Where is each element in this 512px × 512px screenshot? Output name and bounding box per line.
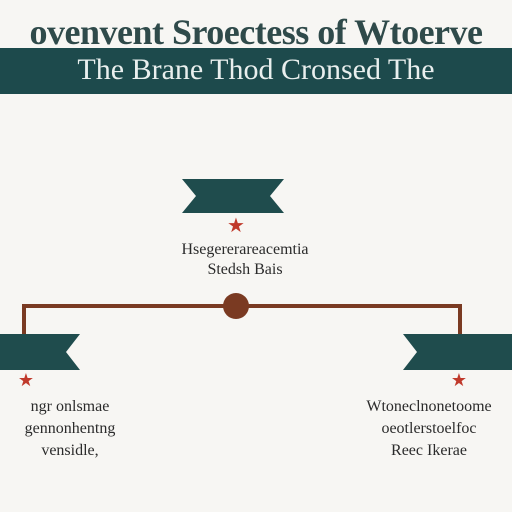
banner-subtitle: The Brane Thod Cronsed The — [77, 53, 435, 86]
right-node-line1: Wtoneclnonetoome — [366, 398, 492, 415]
left-node-line2: gennonhentng — [24, 420, 116, 437]
right-star-icon: ★ — [451, 370, 467, 391]
left-star-icon: ★ — [18, 370, 34, 391]
page-title: ovenvent Sroectess of Wtoerve — [29, 12, 483, 52]
left-node-line3: vensidle, — [41, 442, 99, 459]
left-node-line1: ngr onlsmae — [30, 398, 110, 415]
top-star-icon: ★ — [227, 213, 245, 237]
top-node-line1: Hsegererareacemtia — [181, 241, 309, 258]
top-node-label: Hsegererareacemtia Stedsh Bais — [150, 240, 340, 280]
header-banner: The Brane Thod Cronsed The — [0, 48, 512, 94]
right-ribbon — [403, 334, 512, 370]
top-node-line2: Stedsh Bais — [207, 261, 283, 278]
right-node-line3: Reec Ikerae — [391, 442, 467, 459]
left-node-label: ngr onlsmae gennonhentng vensidle, — [0, 396, 140, 462]
right-node-label: Wtoneclnonetoome oeotlerstoelfoc Reec Ik… — [346, 396, 512, 462]
top-ribbon — [182, 179, 284, 213]
left-ribbon — [0, 334, 80, 370]
right-node-line2: oeotlerstoelfoc — [381, 420, 477, 437]
center-node-circle — [223, 293, 249, 319]
